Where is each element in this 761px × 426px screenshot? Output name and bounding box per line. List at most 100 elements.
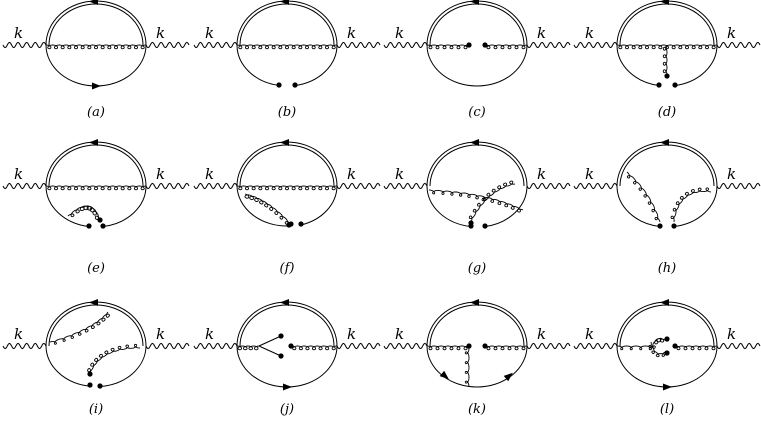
photon-line-left bbox=[383, 182, 428, 190]
momentum-label-left: k bbox=[585, 325, 594, 343]
photon-line-right bbox=[145, 342, 190, 350]
gluon-line bbox=[236, 185, 338, 191]
vertex-dot bbox=[100, 223, 106, 229]
momentum-label-left: k bbox=[14, 325, 23, 343]
gluon-line-right bbox=[484, 345, 528, 351]
heavy-quark-line-outer bbox=[45, 301, 147, 347]
momentum-label-left: k bbox=[585, 24, 594, 42]
vertex-dot bbox=[482, 42, 488, 48]
momentum-label-left: k bbox=[205, 325, 214, 343]
vertex-dot bbox=[288, 221, 294, 227]
vertex-dot bbox=[466, 42, 472, 48]
gluon-line-vertical bbox=[464, 347, 470, 388]
photon-line-left bbox=[193, 182, 238, 190]
heavy-quark-line-inner bbox=[48, 3, 144, 46]
vertex-dot bbox=[97, 383, 103, 389]
light-quark-arrow-right bbox=[503, 372, 513, 382]
momentum-label-left: k bbox=[205, 24, 214, 42]
gluon-line bbox=[616, 44, 718, 50]
diagram-caption: (a) bbox=[87, 105, 105, 120]
gluon-line-left bbox=[426, 345, 470, 351]
momentum-label-right: k bbox=[537, 24, 546, 42]
light-quark-arrow bbox=[283, 383, 292, 391]
photon-line-left bbox=[193, 41, 238, 49]
photon-line-left bbox=[573, 41, 618, 49]
light-quark-line-left bbox=[236, 185, 290, 227]
momentum-label-right: k bbox=[347, 165, 356, 183]
heavy-quark-arrow bbox=[660, 139, 669, 146]
vertex-dot bbox=[276, 82, 282, 88]
momentum-label-right: k bbox=[156, 325, 165, 343]
gluon-line-b bbox=[468, 180, 516, 223]
photon-line-left bbox=[2, 342, 47, 350]
vertex-dot bbox=[664, 350, 670, 356]
momentum-label-left: k bbox=[585, 165, 594, 183]
vertex-dot bbox=[292, 82, 298, 88]
heavy-quark-line-inner bbox=[429, 3, 525, 46]
heavy-quark-line-inner bbox=[619, 3, 715, 46]
light-quark-line-right bbox=[102, 185, 147, 227]
light-quark-line-left bbox=[616, 185, 661, 227]
gluon-line-left bbox=[626, 171, 661, 223]
momentum-label-left: k bbox=[205, 165, 214, 183]
gluon-line bbox=[45, 185, 147, 191]
gluon-line-right bbox=[674, 345, 718, 351]
vertex-dot bbox=[87, 382, 93, 388]
diagram-caption: (j) bbox=[280, 402, 294, 417]
light-quark-line-left bbox=[616, 44, 660, 86]
heavy-quark-line-outer bbox=[236, 301, 338, 347]
vertex-dot bbox=[466, 343, 472, 349]
momentum-label-right: k bbox=[156, 24, 165, 42]
light-quark-line bbox=[426, 345, 528, 388]
heavy-quark-arrow bbox=[280, 139, 289, 146]
vertex-dot bbox=[278, 333, 284, 339]
photon-line-left bbox=[383, 342, 428, 350]
light-quark-arrow bbox=[663, 383, 672, 391]
heavy-quark-arrow bbox=[89, 0, 98, 5]
heavy-quark-arrow bbox=[470, 299, 479, 306]
diagram-caption: (e) bbox=[87, 261, 105, 276]
light-quark-line-right bbox=[300, 185, 338, 226]
gluon-line-lower bbox=[87, 343, 141, 375]
heavy-quark-arrow bbox=[89, 299, 98, 306]
diagram-caption: (k) bbox=[468, 402, 486, 417]
light-quark-line-right bbox=[674, 44, 718, 86]
heavy-quark-arrow bbox=[89, 139, 98, 146]
vertex-dot bbox=[87, 371, 93, 377]
momentum-label-left: k bbox=[14, 165, 23, 183]
light-quark-line bbox=[426, 44, 528, 87]
photon-line-right bbox=[526, 182, 571, 190]
gluon-loop-lower bbox=[648, 341, 666, 358]
gluon-line-right bbox=[484, 44, 528, 50]
gluon-line bbox=[45, 44, 147, 50]
light-quark-line-right bbox=[294, 44, 338, 86]
heavy-quark-line-outer bbox=[45, 141, 147, 187]
heavy-quark-arrow bbox=[660, 299, 669, 306]
diagram-caption: (d) bbox=[658, 105, 676, 120]
vertex-dot bbox=[672, 82, 678, 88]
vertex-dot bbox=[482, 223, 488, 229]
gluon-line-lower bbox=[67, 205, 101, 221]
diagram-caption: (c) bbox=[468, 105, 485, 120]
photon-line-left bbox=[573, 342, 618, 350]
photon-line-right bbox=[526, 342, 571, 350]
heavy-quark-line-outer bbox=[426, 0, 528, 46]
photon-line-left bbox=[2, 41, 47, 49]
light-quark-line-right bbox=[99, 345, 147, 387]
heavy-quark-line-inner bbox=[239, 3, 335, 46]
vertex-dot bbox=[664, 73, 670, 79]
heavy-quark-line-outer bbox=[426, 141, 528, 187]
gluon-line bbox=[236, 44, 338, 50]
heavy-quark-arrow bbox=[660, 0, 669, 5]
light-quark-line bbox=[45, 44, 147, 87]
momentum-label-left: k bbox=[395, 165, 404, 183]
momentum-label-right: k bbox=[537, 325, 546, 343]
gluon-line-right bbox=[670, 187, 712, 223]
